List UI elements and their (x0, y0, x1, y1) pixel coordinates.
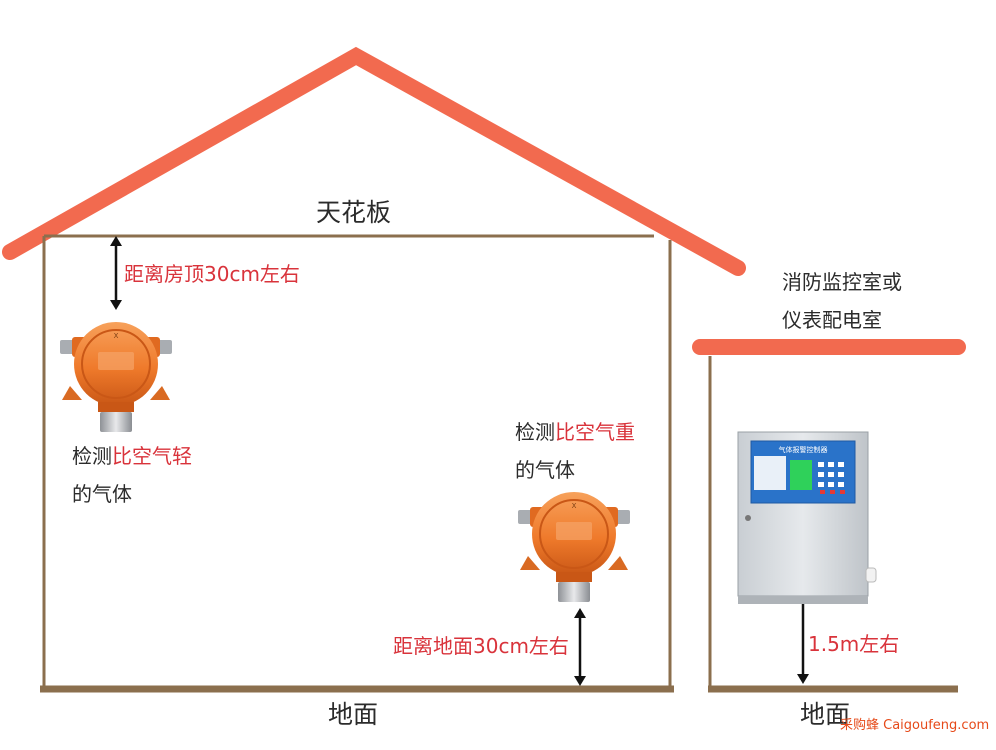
controller-height-label: 1.5m左右 (808, 632, 900, 656)
main-ground-label: 地面 (328, 700, 379, 729)
ceiling-label: 天花板 (316, 198, 392, 227)
watermark: 采购蜂 Caigoufeng.com (840, 718, 990, 733)
light-gas-line2: 的气体 (72, 482, 132, 506)
alarm-controller (737, 431, 877, 604)
panel-title: 气体报警控制器 (779, 445, 828, 454)
light-gas-label: 检测比空气轻 (72, 446, 192, 466)
light-gas-highlight: 比空气轻 (112, 444, 192, 468)
ground-distance-label: 距离地面30cm左右 (393, 634, 569, 658)
heavy-gas-label: 检测比空气重 (515, 422, 635, 442)
heavy-gas-highlight: 比空气重 (555, 420, 635, 444)
control-room-label-line1: 消防监控室或 (782, 270, 902, 294)
controller-height-arrow (797, 602, 809, 684)
ground-distance-arrow (574, 608, 586, 686)
roof-distance-arrow (110, 236, 122, 310)
side-ground-label: 地面 (800, 700, 851, 729)
heavy-gas-line2: 的气体 (515, 458, 575, 482)
light-gas-prefix: 检测 (72, 444, 112, 468)
roof-distance-label: 距离房顶30cm左右 (124, 262, 300, 286)
control-room-label-line2: 仪表配电室 (782, 308, 882, 332)
gas-detector-upper (59, 321, 173, 433)
heavy-gas-prefix: 检测 (515, 420, 555, 444)
gas-detector-lower (517, 491, 631, 603)
main-roof (2, 46, 746, 276)
